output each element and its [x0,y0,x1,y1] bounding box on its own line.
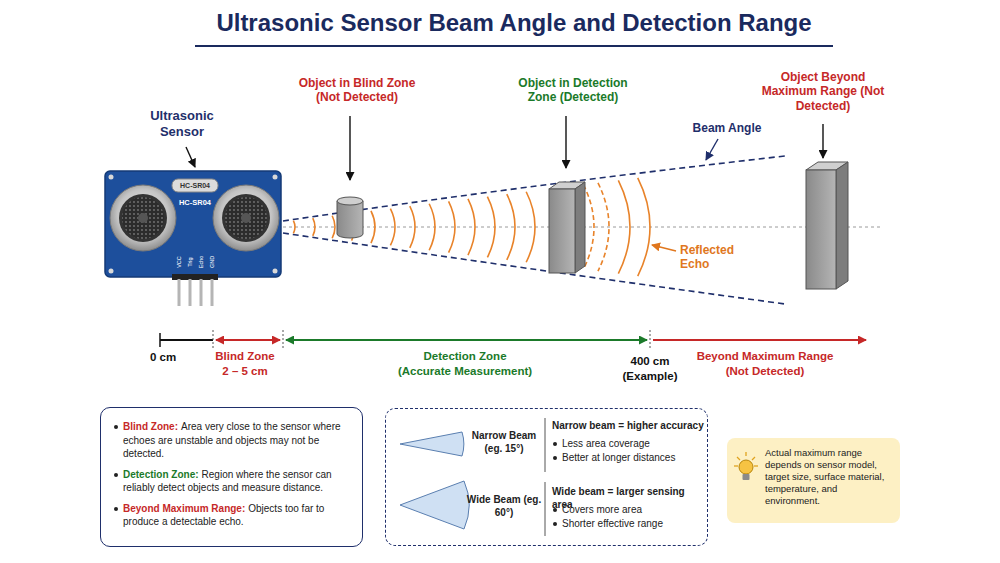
far-object [806,162,848,289]
bullet-dot [553,522,557,526]
wave-front [487,197,495,258]
text-row: Narrow Beam (eg. 15°) [466,429,542,455]
node-text: Narrow Beam (eg. 15°) [472,430,536,454]
tip-panel [727,438,900,523]
wave-front [449,201,455,252]
node-text: Beyond Maximum Range: [123,503,245,514]
node-text: Covers more area [562,504,642,515]
wave-front [313,218,315,236]
wave-front [526,192,535,262]
pin-name: VCC [176,256,183,268]
sound-waves [293,178,650,276]
node-text: Less area coverage [562,438,650,449]
board-marking: HC-SR04 [170,198,220,207]
beam-comparison-box: Narrow Beam (eg. 15°) Narrow beam =higher… [385,408,708,546]
node-text: higher accuracy [627,420,704,431]
bullet-dot [553,508,557,512]
node-text: Wide Beam (eg. 60°) [467,494,541,518]
callout-label: Object in Detection Zone (Detected) [514,76,632,105]
text-row: Less area coverage [552,437,714,450]
bullet-dot [553,456,557,460]
callout-label: Beam Angle [682,121,772,135]
wave-front [371,211,375,243]
wave-front [332,216,335,238]
wave-front [507,194,515,260]
dimension: 2 – 5 cm [200,365,290,379]
text-row: Covers more area [552,503,714,516]
distance-scale [160,330,866,350]
callout-label: Object Beyond Maximum Range (Not Detecte… [758,70,888,113]
bullet-dot [114,425,118,429]
callout-label: Object in Blind Zone (Not Detected) [292,76,422,105]
distance-label: 400 cm [615,355,685,369]
node-text: Narrow beam = [552,420,624,431]
text-row: Narrow beam =higher accuracy [552,419,704,432]
beam-icons [400,418,545,536]
wave-front [429,204,435,250]
bullet-dot [553,442,557,446]
lightbulb-icon [734,452,758,480]
bullet-dot [114,507,118,511]
text-row: Better at longer distances [552,451,714,464]
distance-note: (Example) [610,370,690,384]
tip-note: Actual maximum range depends on sensor m… [727,438,900,523]
wave-front [293,221,295,234]
zone-label: Blind Zone [200,350,290,364]
reflected-echo-wave [598,183,609,271]
node-text: Wide beam = [552,486,613,497]
node-text: Better at longer distances [562,452,675,463]
wave-front [390,209,395,246]
reflected-echo-wave [618,180,630,273]
title: Ultrasonic Sensor Beam Angle and Detecti… [114,9,914,37]
distance-label: 0 cm [138,351,188,365]
text-row: Beyond Maximum Range:Objects too far to … [113,502,350,529]
node-text: Blind Zone: [123,421,178,432]
pin-name: Trig [187,257,194,266]
title-underline [195,45,833,47]
beam [283,156,880,304]
node-text: Actual maximum range depends on sensor m… [765,447,884,506]
pin-name: Echo [198,256,205,269]
crystal-marking: HC-SR04 [173,182,217,190]
text-row: Detection Zone:Region where the sensor c… [113,468,350,495]
callout-label: Reflected Echo [680,243,750,272]
beam-edge [283,233,785,304]
text-row: Actual maximum range depends on sensor m… [765,447,892,507]
text-row: Blind Zone:Area very close to the sensor… [113,420,350,461]
text-row: Wide Beam (eg. 60°) [466,493,542,519]
wave-front [468,199,475,255]
zone-note: (Accurate Measurement) [370,365,560,379]
wave-front [410,206,415,248]
blind-zone-object [337,197,363,238]
node-text: Detection Zone: [123,469,199,480]
zone-label: Detection Zone [380,350,550,364]
definitions-box: Blind Zone:Area very close to the sensor… [100,407,363,547]
part-label: Ultrasonic Sensor [136,108,228,139]
reflected-echo-wave [638,178,650,276]
detected-object [549,182,585,273]
zone-label: Beyond Maximum Range [670,350,860,364]
node-text: Shorter effective range [562,518,663,529]
pin-name: GND [209,256,216,268]
callout-arrows [186,116,823,251]
hc-sr04-sensor [105,171,281,306]
text-row: Shorter effective range [552,517,714,530]
zone-note: (Not Detected) [705,365,825,379]
bullet-dot [114,473,118,477]
